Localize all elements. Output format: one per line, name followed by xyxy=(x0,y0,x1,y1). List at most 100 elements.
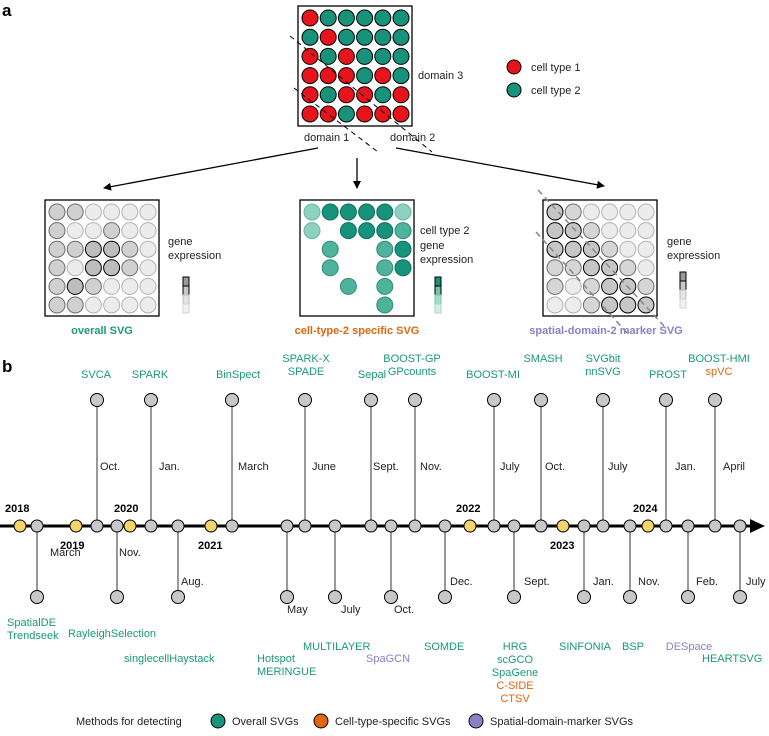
cell-dot xyxy=(392,86,410,104)
event-axis-dot xyxy=(507,519,521,533)
domain-marker-svg-label: spatial-domain-2 marker SVG xyxy=(529,325,682,337)
cell-dot xyxy=(564,240,582,258)
event-axis-dot xyxy=(596,519,610,533)
event-axis-dot xyxy=(110,519,124,533)
cell-dot xyxy=(339,203,357,221)
cell-dot xyxy=(394,222,412,240)
middle-legend-line0: cell type 2 xyxy=(420,225,470,237)
cell-dot xyxy=(376,240,394,258)
event-month: July xyxy=(746,576,766,588)
domain-1-label: domain 1 xyxy=(304,132,349,144)
cell-type-2-swatch xyxy=(506,82,522,98)
cell-dot xyxy=(356,28,374,46)
cell-dot xyxy=(301,28,319,46)
event-axis-dot xyxy=(298,519,312,533)
cell-dot xyxy=(374,67,392,85)
method-name: SVGbit xyxy=(586,353,621,365)
method-name: SpaGCN xyxy=(366,653,410,665)
cell-dot xyxy=(66,203,84,221)
cell-dot xyxy=(66,222,84,240)
cell-dot xyxy=(337,9,355,27)
middle-legend-line2: expression xyxy=(420,254,473,266)
cell-dot xyxy=(582,222,600,240)
year-label: 2019 xyxy=(60,540,84,552)
cell-dot xyxy=(301,86,319,104)
cell-dot xyxy=(601,240,619,258)
event-axis-dot xyxy=(364,519,378,533)
domain-2-label: domain 2 xyxy=(390,132,435,144)
cell-dot xyxy=(394,259,412,277)
cell-dot xyxy=(319,9,337,27)
event-month: Aug. xyxy=(181,576,204,588)
cell-dot xyxy=(564,222,582,240)
timeline-stems xyxy=(30,393,747,604)
method-name: MERINGUE xyxy=(257,666,316,678)
method-name: Hotspot xyxy=(257,653,295,665)
cell-dot xyxy=(601,296,619,314)
cell-dot xyxy=(546,277,564,295)
panel-b-label: b xyxy=(2,357,12,376)
year-label: 2024 xyxy=(633,503,658,515)
cell-dot xyxy=(301,67,319,85)
timeline-arrowhead xyxy=(750,519,765,533)
method-name: spVC xyxy=(706,366,733,378)
event-month: May xyxy=(287,604,308,616)
cell-dot xyxy=(139,259,157,277)
method-name: scGCO xyxy=(497,654,534,666)
cell-dot xyxy=(564,203,582,221)
cell-dot xyxy=(376,259,394,277)
event-month: Sept. xyxy=(373,461,399,473)
event-month: Nov. xyxy=(420,461,442,473)
legend-celltype-swatch xyxy=(313,713,329,729)
cell-dot xyxy=(356,67,374,85)
cell-dot xyxy=(392,28,410,46)
event-axis-dot xyxy=(733,519,747,533)
year-label: 2023 xyxy=(550,540,574,552)
event-axis-dot xyxy=(708,519,722,533)
year-dot xyxy=(69,519,83,533)
event-axis-dot xyxy=(487,519,501,533)
cell-dot xyxy=(321,259,339,277)
event-axis-dot xyxy=(577,519,591,533)
cell-type-grid xyxy=(297,5,413,127)
cell-dot xyxy=(84,222,102,240)
cell-dot xyxy=(564,259,582,277)
cell-dot xyxy=(121,296,139,314)
overall-svg-label: overall SVG xyxy=(71,325,133,337)
event-end-dot xyxy=(30,590,44,604)
arrow-left xyxy=(103,147,319,191)
cell-dot xyxy=(303,222,321,240)
cell-dot xyxy=(66,277,84,295)
cell-dot xyxy=(301,47,319,65)
event-end-dot xyxy=(487,393,501,407)
year-label: 2020 xyxy=(114,503,138,515)
event-end-dot xyxy=(364,393,378,407)
cell-dot xyxy=(601,277,619,295)
domain-3-label: domain 3 xyxy=(418,70,463,82)
cell-dot xyxy=(337,28,355,46)
cell-dot xyxy=(48,277,66,295)
event-end-dot xyxy=(171,590,185,604)
method-name: SMASH xyxy=(523,353,562,365)
cell-dot xyxy=(66,296,84,314)
cell-dot xyxy=(103,259,121,277)
cell-dot xyxy=(564,277,582,295)
year-dot xyxy=(204,519,218,533)
cell-dot xyxy=(84,259,102,277)
event-month: Jan. xyxy=(593,576,614,588)
cell-dot xyxy=(356,9,374,27)
cell-dot xyxy=(376,222,394,240)
cell-dot xyxy=(48,240,66,258)
cell-dot xyxy=(319,86,337,104)
event-month: Oct. xyxy=(100,461,120,473)
cell-dot xyxy=(601,222,619,240)
method-type-legend: Methods for detecting Overall SVGs Cell-… xyxy=(76,713,634,729)
cell-dot xyxy=(637,222,655,240)
cell-dot xyxy=(376,203,394,221)
cell-dot xyxy=(619,296,637,314)
cell-dot xyxy=(121,259,139,277)
cell-dot xyxy=(321,240,339,258)
cell-type-legend: cell type 1 cell type 2 xyxy=(506,59,581,98)
event-end-dot xyxy=(298,393,312,407)
event-axis-dot xyxy=(384,519,398,533)
